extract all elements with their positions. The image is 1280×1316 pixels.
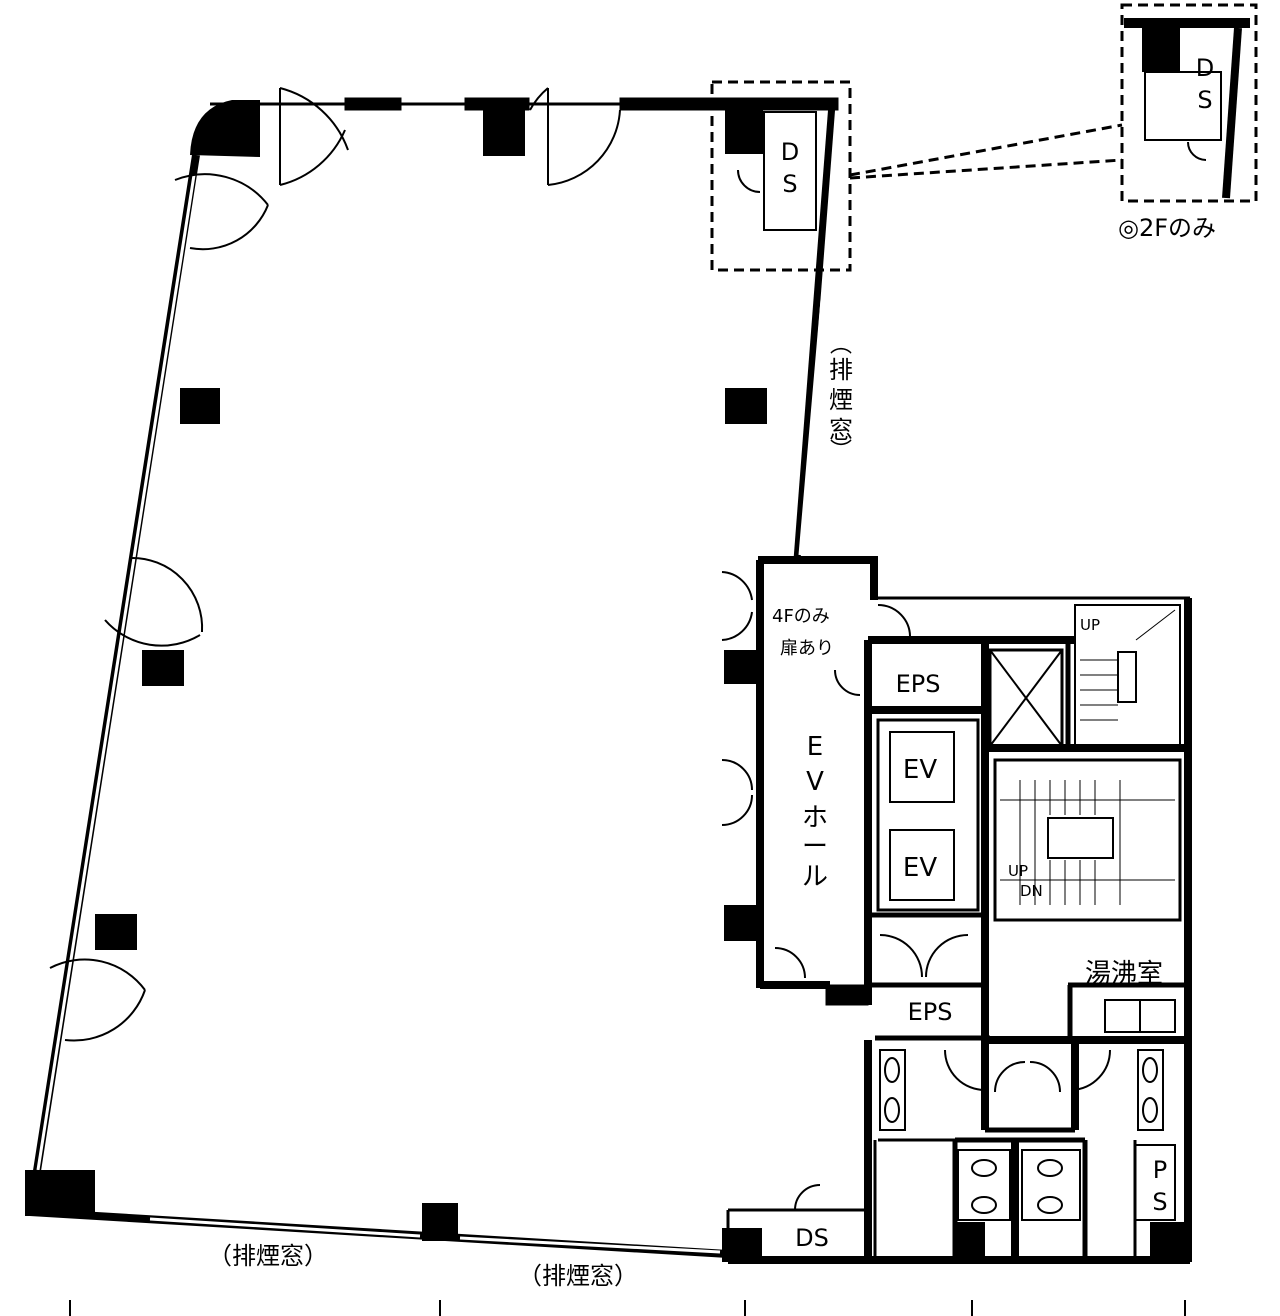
elevators	[876, 718, 980, 912]
ev-hall-char-1: E	[807, 732, 823, 762]
inset-connector	[849, 123, 1123, 180]
ds-inset-label-d: D	[1196, 54, 1214, 82]
door-note-line1: 4Fのみ	[772, 606, 830, 627]
smoke-window-char-2: 煙	[829, 386, 853, 414]
stairwell	[988, 604, 1182, 922]
smoke-window-paren-close: ︶	[830, 439, 852, 464]
ps-label-p: P	[1153, 1156, 1167, 1184]
ev1-label: EV	[903, 755, 937, 785]
ev2-label: EV	[903, 853, 937, 883]
ev-hall-char-4: ー	[802, 832, 828, 862]
smoke-window-char-1: 排	[829, 356, 853, 384]
kitchenette-label: 湯沸室	[1085, 959, 1163, 989]
ds-main-label-s: S	[782, 170, 797, 198]
ds-main-label-d: D	[781, 138, 799, 166]
core-black-blocks	[955, 1222, 1188, 1260]
smoke-window-paren-open: ︵	[830, 333, 852, 358]
smoke-window-char-3: 窓	[829, 416, 853, 444]
stair-main-up: UP	[1008, 862, 1028, 880]
stair-main-dn: DN	[1020, 882, 1043, 900]
core-labels: 4Fのみ 扉あり E V ホ ー ル EPS EV EV UP UP DN 湯沸…	[772, 606, 1168, 1252]
toilet-fixtures	[879, 999, 1176, 1221]
smoke-window-bottom-mid: （排煙窓）	[518, 1262, 638, 1290]
ds-bottom-label: DS	[795, 1224, 829, 1252]
core-doors	[721, 571, 1112, 1211]
ds-main-room: D S	[710, 80, 852, 272]
door-note-line2: 扉あり	[780, 638, 834, 659]
ps-label-s: S	[1152, 1188, 1167, 1216]
ev-hall-char-5: ル	[802, 862, 828, 892]
office-doors	[49, 87, 621, 1042]
smoke-window-labels: ︵ 排 煙 窓 ︶ （排煙窓） （排煙窓）	[208, 333, 853, 1290]
ds-inset-label-s: S	[1197, 86, 1212, 114]
eps-bottom-label: EPS	[908, 998, 953, 1026]
smoke-window-bottom-left: （排煙窓）	[208, 1242, 328, 1270]
ds-inset-2f: D S ◎2Fのみ	[1118, 3, 1258, 242]
stair-top-up: UP	[1080, 616, 1100, 634]
eps-top-label: EPS	[896, 670, 941, 698]
structural-columns	[25, 100, 767, 1262]
inset-note: ◎2Fのみ	[1118, 214, 1216, 242]
dimension-ticks	[69, 1300, 1186, 1316]
ev-hall-char-3: ホ	[802, 803, 828, 833]
ev-hall-char-2: V	[806, 767, 824, 797]
office-outline	[29, 97, 839, 1258]
